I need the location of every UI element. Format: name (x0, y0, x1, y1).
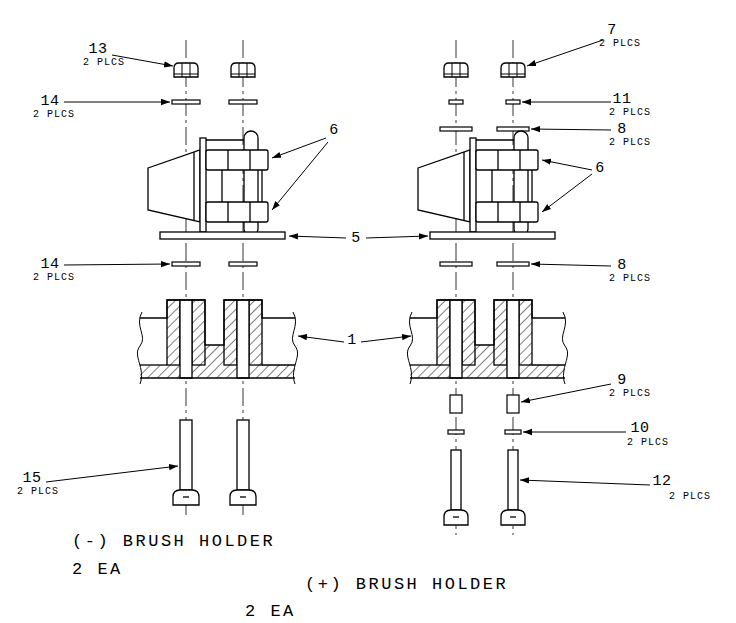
brush-holder (148, 131, 285, 239)
quantity-note: 2 PLCS (17, 487, 59, 497)
assembly-title: (-) BRUSH HOLDER (72, 533, 275, 550)
hex-nut (231, 63, 255, 77)
screw (173, 420, 199, 505)
callout-number: 12 (652, 474, 671, 489)
quantity-note: 2 PLCS (669, 492, 711, 502)
insulator-block (407, 300, 567, 384)
quantity-note: 2 PLCS (609, 389, 651, 399)
quantity-note: 2 EA (72, 561, 123, 578)
quantity-note: 2 PLCS (609, 274, 651, 284)
callout-number: 9 (617, 373, 627, 388)
center-lines (186, 40, 513, 535)
screw (501, 450, 525, 525)
quantity-note: 2 PLCS (83, 58, 125, 68)
screw (230, 420, 256, 505)
quantity-note: 2 PLCS (599, 39, 641, 49)
brush-holder (418, 131, 555, 239)
assembly-title: (+) BRUSH HOLDER (305, 576, 508, 593)
hex-nut (174, 63, 198, 77)
callout-number: 6 (329, 123, 339, 138)
quantity-note: 2 PLCS (609, 108, 651, 118)
leader-lines (46, 40, 650, 485)
quantity-note: 2 PLCS (609, 138, 651, 148)
callout-number: 14 (40, 257, 59, 272)
quantity-note: 2 EA (245, 603, 296, 620)
callout-number: 1 (347, 333, 357, 348)
callout-number: 14 (40, 94, 59, 109)
hex-nut (444, 63, 468, 77)
callout-number: 8 (617, 258, 627, 273)
spacers (450, 395, 519, 413)
quantity-note: 2 PLCS (627, 438, 669, 448)
callout-number: 6 (595, 161, 605, 176)
insulator-block (137, 300, 297, 384)
callout-number: 8 (617, 122, 627, 137)
quantity-note: 2 PLCS (33, 110, 75, 120)
callout-number: 7 (607, 23, 617, 38)
screw (444, 450, 468, 525)
callout-number: 5 (351, 231, 361, 246)
hex-nut (501, 63, 525, 77)
callout-number: 11 (612, 92, 631, 107)
callout-number: 15 (22, 471, 41, 486)
callout-number: 13 (88, 42, 107, 57)
callout-number: 10 (630, 421, 649, 436)
quantity-note: 2 PLCS (33, 273, 75, 283)
